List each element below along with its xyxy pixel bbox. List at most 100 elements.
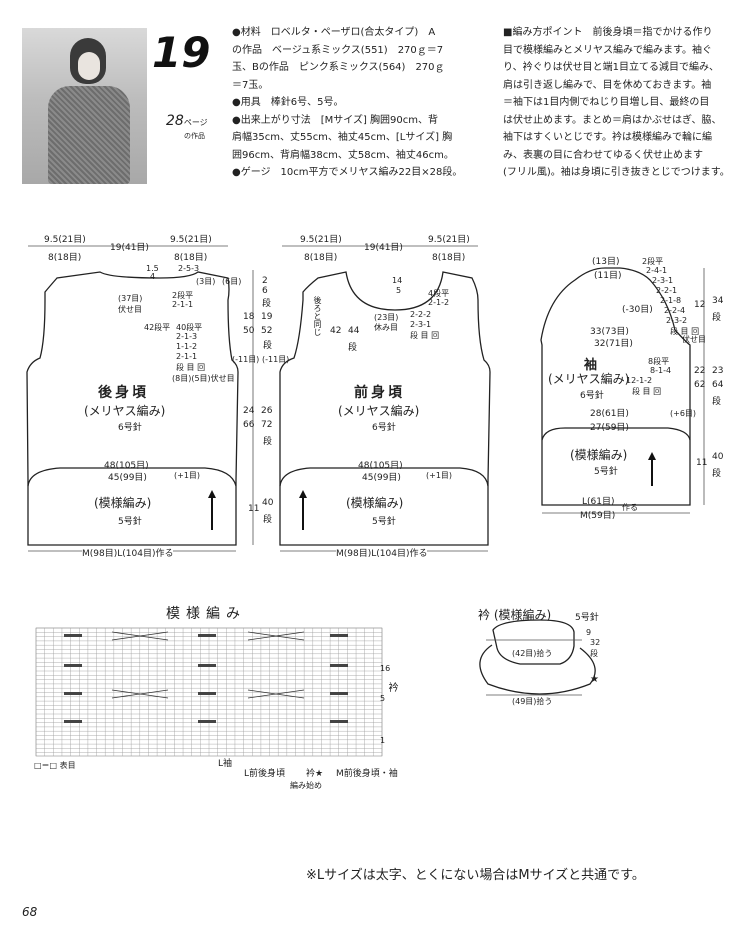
sleeve-cap-height: 12 [694,300,706,310]
sleeve-body-height-5: 段 [712,397,722,407]
front-pattern-label: (模様編み) [346,496,404,510]
collar-height-3: 段 [590,649,598,658]
front-neck-dec-2: 2-1-2 [428,298,450,307]
chart-symbols [64,634,348,723]
sleeve-cap-dec-6: 2-3-2 [666,316,688,325]
points-line: 目で模様編みとメリヤス編みで編みます。袖ぐ [503,44,712,56]
measure-rib-1: 11 [248,504,260,514]
sleeve-increase: (+6目) [670,409,697,418]
front-neck-cm-2: 44 [348,326,360,336]
back-neck-rest: (37目) [118,294,143,303]
front-pattern-needle: 5号針 [372,517,396,527]
front-top-right-measure: 9.5(21目) [428,235,470,245]
sleeve-cuff-width-l: 28(61目) [590,409,629,419]
measure-rib-3: 段 [263,515,273,525]
points-line: み、表裏の目に合わせてゆるく伏せ止めます [503,149,703,161]
back-top-right-measure: 9.5(21目) [170,235,212,245]
measure-armhole-1: 18 [243,312,255,322]
points-line: り、衿ぐりは伏せ目と端1目立てる減目で編み、 [503,62,719,73]
page-number: 68 [22,905,38,919]
back-increase: (+1目) [174,471,201,480]
sleeve-rib-line [541,427,691,441]
measure-body-3: 66 [243,420,255,430]
sleeve-cap-dec-2: 2-3-1 [652,276,674,285]
chart-mark-l-body: L前後身頃 [244,769,286,779]
front-body-outline [279,271,491,546]
collar-height-2: 32 [590,638,601,647]
points-line: は伏せ止めます。まとめ＝肩はかぶせはぎ、脇、 [503,114,722,126]
sleeve-inc-rows: 8段平 [648,357,670,366]
materials-section: ●材料 ロベルタ・ペーザロ(合太タイプ) A の作品 ベージュ系ミックス(551… [232,24,482,182]
sleeve-pattern-needle: 5号針 [594,467,618,477]
sleeve-inc-3: 段 目 回 [632,387,662,396]
sleeve-cap-dec-8: 伏せ目 [682,335,706,344]
size-note: ※Lサイズは太字、とくにない場合はMサイズと共通です。 [306,868,645,883]
back-shoulder-dec: 2-5-3 [178,264,200,273]
back-neck-rows: 4 [150,272,156,281]
size-line: 囲96cm、背肩幅38cm、丈58cm、袖丈46cm。 [232,149,454,161]
materials-line: ＝7玉。 [232,79,269,91]
back-pattern-label: (模様編み) [94,496,152,510]
front-neck-rows: 14 [392,276,403,285]
front-same-as-back: 後ろと同じ [313,296,322,336]
chart-mark-l-sleeve: L袖 [218,759,233,769]
measure-armhole-4: 52 [261,326,273,336]
sleeve-cap-height-2: 34 [712,296,724,306]
front-stitch: (メリヤス編み) [338,404,420,418]
collar-height: 9 [586,628,592,637]
measure-body-4: 72 [261,420,273,430]
measure-shoulder-2: 6 [262,286,268,296]
front-neck-dec: 4段平 [428,289,450,298]
back-armhole-minus: (-11目) [232,355,260,364]
front-rib-line [279,467,489,487]
sleeve-width-m: 32(71目) [594,339,633,349]
sleeve-body-height-1: 22 [694,366,706,376]
chart-repeat-2: 5 [380,694,386,703]
sleeve-cap-dec-1: 2-4-1 [646,266,668,275]
back-cast-on: M(98目)L(104目)作る [82,546,174,559]
measure-shoulder-3: 段 [262,299,272,309]
sleeve-stitch: (メリヤス編み) [548,372,630,386]
sleeve-cap-rows: 2段平 [642,257,664,266]
back-neck-dec-2: 2-1-1 [172,300,194,309]
sleeve-outline [540,267,691,506]
front-top-left-measure: 9.5(21目) [300,235,342,245]
back-neck-cm: 1.5 [146,264,159,273]
collar-bottom-pickup: (49目)拾う [512,696,553,707]
sleeve-cuff-height-2: 40 [712,452,724,462]
sleeve-cap-dec-4: 2-1-8 [660,296,682,305]
sleeve-title: 袖 [584,358,598,373]
chart-title: 模様編み [166,606,246,622]
back-armhole-dec-1: 40段平 [176,323,203,332]
sleeve-cuff-height-3: 段 [712,469,722,479]
front-top-middle-measure: 19(41目) [364,243,403,253]
back-shoulder-rest: (3目) [196,277,216,286]
front-needle: 6号針 [372,423,396,433]
sleeve-cuff-height: 11 [696,458,708,468]
sleeve-decrease: (-30目) [622,305,653,315]
front-bottom-l: 48(105目) [358,461,403,471]
front-title: 前身頃 [354,385,405,401]
sleeve-inc-2: 12-1-2 [626,376,653,385]
collar-outer-curve [479,644,596,695]
sleeve-cap-dec-5: 2-2-4 [664,306,686,315]
back-armhole-dec-6: (8目)(5目)伏せ目 [172,374,235,383]
sweater-shape [48,86,130,184]
points-line: 肩は引き返し編みで、目を休めておきます。袖 [503,79,712,91]
back-title: 後身頃 [98,385,149,401]
back-needle: 6号針 [118,423,142,433]
back-armhole-dec-4: 2-1-1 [176,352,198,361]
sleeve-needle: 6号針 [580,391,604,401]
sleeve-cap-dec-3: 2-2-1 [656,286,678,295]
back-rib-line [27,467,237,487]
chart-collar-label: 衿 [386,682,397,692]
sleeve-pattern-label: (模様編み) [570,448,628,462]
back-pattern-needle: 5号針 [118,517,142,527]
sleeve-top-m: (11目) [594,271,622,281]
size-line: 肩幅35cm、丈55cm、袖丈45cm、[Lサイズ] 胸 [232,132,453,143]
front-neck-center: (23目) [374,313,399,322]
sleeve-top: (13目) [592,257,620,267]
sleeve-cap-height-3: 段 [712,313,722,323]
measure-armhole-3: 50 [243,326,255,336]
